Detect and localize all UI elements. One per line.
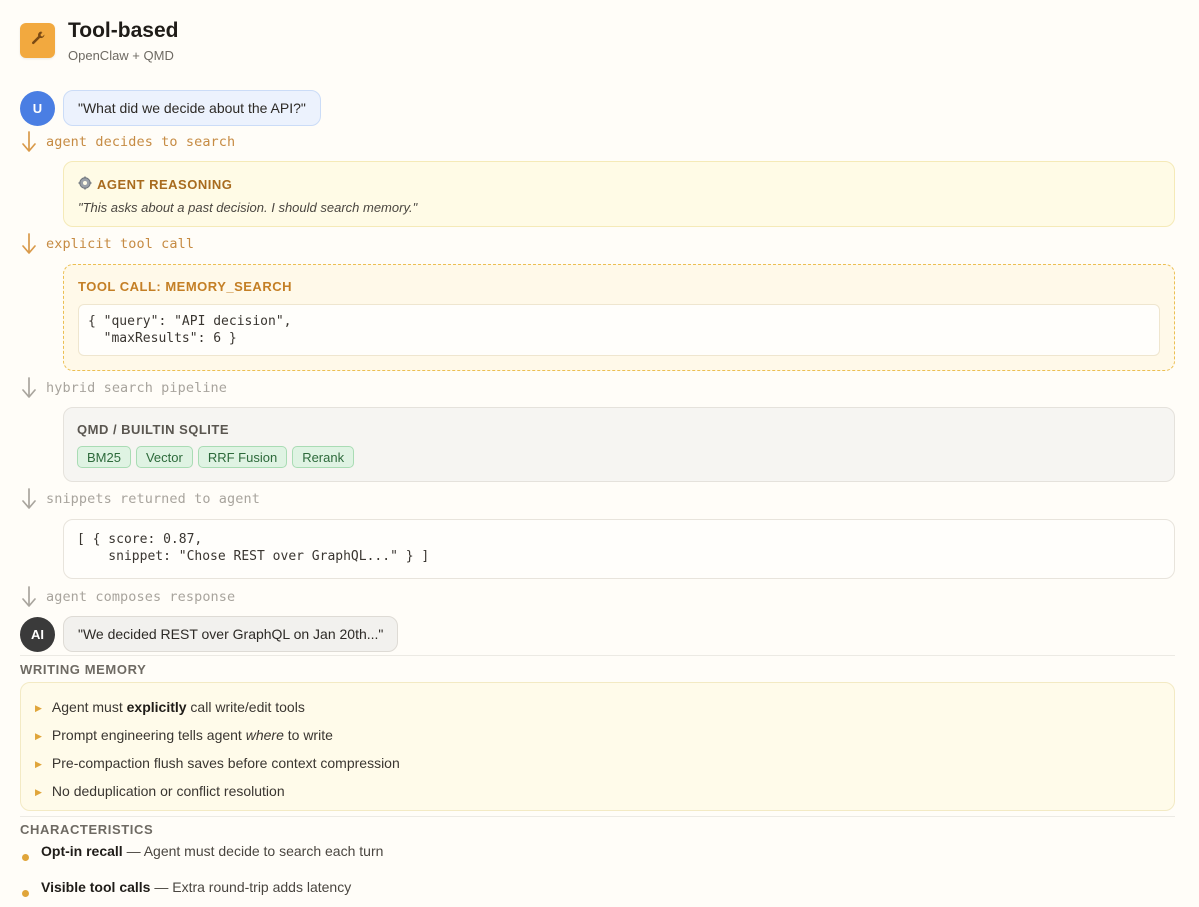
characteristics-title: CHARACTERISTICS xyxy=(20,822,154,837)
tool-call-card: TOOL CALL: MEMORY_SEARCH { "query": "API… xyxy=(63,264,1175,371)
writing-memory-card: ▶ Agent must explicitly call write/edit … xyxy=(20,682,1175,811)
tool-call-heading: TOOL CALL: MEMORY_SEARCH xyxy=(78,279,292,294)
divider xyxy=(20,655,1175,656)
triangle-bullet-icon: ▶ xyxy=(35,759,42,769)
step-label: hybrid search pipeline xyxy=(46,380,228,396)
triangle-bullet-icon: ▶ xyxy=(35,703,42,713)
arrow-down-icon xyxy=(22,488,36,509)
divider xyxy=(20,816,1175,817)
step-pipeline: hybrid search pipeline xyxy=(20,377,227,399)
tool-call-code: { "query": "API decision", "maxResults":… xyxy=(78,304,1160,356)
bullet-dot-icon xyxy=(22,854,29,861)
page-title: Tool-based xyxy=(68,18,179,42)
step-label: explicit tool call xyxy=(46,236,195,252)
characteristic-item: Visible tool calls — Extra round-trip ad… xyxy=(20,879,351,897)
arrow-down-icon xyxy=(22,131,36,152)
user-message-bubble: "What did we decide about the API?" xyxy=(63,90,321,126)
item-text: Prompt engineering tells agent xyxy=(51,727,246,743)
characteristic-desc: — Agent must decide to search each turn xyxy=(122,843,384,859)
header: Tool-based OpenClaw + QMD xyxy=(20,18,179,63)
arrow-down-icon xyxy=(22,586,36,607)
item-emphasis: explicitly xyxy=(126,699,187,715)
step-tool-call: explicit tool call xyxy=(20,233,194,255)
reasoning-heading: AGENT REASONING xyxy=(97,177,233,192)
item-text: to write xyxy=(283,727,333,743)
item-emphasis: where xyxy=(245,727,284,743)
user-message-row: U "What did we decide about the API?" xyxy=(20,90,321,126)
item-text: call write/edit tools xyxy=(186,699,305,715)
list-item: ▶ Pre-compaction flush saves before cont… xyxy=(35,749,1160,777)
characteristic-desc: — Extra round-trip adds latency xyxy=(150,879,352,895)
characteristic-name: Opt-in recall xyxy=(41,843,123,859)
list-item: ▶ Agent must explicitly call write/edit … xyxy=(35,693,1160,721)
step-label: agent composes response xyxy=(46,589,236,605)
step-decides: agent decides to search xyxy=(20,131,235,153)
arrow-down-icon xyxy=(22,377,36,398)
ai-message-bubble: "We decided REST over GraphQL on Jan 20t… xyxy=(63,616,399,652)
ai-message-row: AI "We decided REST over GraphQL on Jan … xyxy=(20,616,399,652)
user-avatar: U xyxy=(20,90,55,126)
pipeline-chips: BM25 Vector RRF Fusion Rerank xyxy=(77,446,1161,468)
chip-rerank: Rerank xyxy=(292,446,355,468)
agent-reasoning-card: AGENT REASONING "This asks about a past … xyxy=(63,161,1175,227)
chip-bm25: BM25 xyxy=(77,446,131,468)
list-item: ▶ Prompt engineering tells agent where t… xyxy=(35,721,1160,749)
item-text: Pre-compaction flush saves before contex… xyxy=(51,755,400,771)
triangle-bullet-icon: ▶ xyxy=(35,731,42,741)
logo xyxy=(20,22,55,58)
chip-vector: Vector xyxy=(135,446,193,468)
triangle-bullet-icon: ▶ xyxy=(35,787,42,797)
chip-rrf-fusion: RRF Fusion xyxy=(197,446,288,468)
characteristic-item: Opt-in recall — Agent must decide to sea… xyxy=(20,843,383,861)
writing-memory-title: WRITING MEMORY xyxy=(20,662,147,677)
item-text: No deduplication or conflict resolution xyxy=(51,783,285,799)
page-subtitle: OpenClaw + QMD xyxy=(68,47,174,63)
step-label: snippets returned to agent xyxy=(46,491,260,507)
wrench-icon xyxy=(30,30,46,51)
step-label: agent decides to search xyxy=(46,134,236,150)
item-text: Agent must xyxy=(51,699,127,715)
list-item: ▶ No deduplication or conflict resolutio… xyxy=(35,777,1160,805)
snippets-card: [ { score: 0.87, snippet: "Chose REST ov… xyxy=(63,519,1175,579)
reasoning-text: "This asks about a past decision. I shou… xyxy=(78,200,418,215)
step-composes: agent composes response xyxy=(20,586,235,608)
bullet-dot-icon xyxy=(22,890,29,897)
pipeline-heading: QMD / BUILTIN SQLITE xyxy=(77,422,230,437)
ai-avatar: AI xyxy=(20,616,55,652)
gear-icon xyxy=(78,176,92,193)
search-pipeline-card: QMD / BUILTIN SQLITE BM25 Vector RRF Fus… xyxy=(63,407,1175,482)
characteristic-name: Visible tool calls xyxy=(41,879,151,895)
step-snippets: snippets returned to agent xyxy=(20,488,260,510)
arrow-down-icon xyxy=(22,233,36,254)
